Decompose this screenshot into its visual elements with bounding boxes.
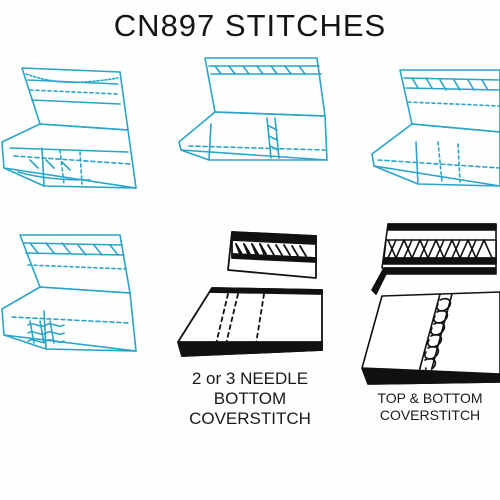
caption-line: COVERSTITCH bbox=[379, 406, 481, 423]
page-title: CN897 STITCHES bbox=[113, 8, 387, 43]
caption-line: TOP & BOTTOM bbox=[377, 390, 483, 406]
caption-line: 2 or 3 NEEDLE bbox=[191, 369, 309, 388]
stitch-sketch-2 bbox=[175, 50, 335, 170]
stitch-sketch-3 bbox=[368, 62, 500, 192]
coverstitch-top-bottom-figure bbox=[360, 218, 500, 390]
caption-line: BOTTOM bbox=[213, 389, 287, 409]
coverstitch-bottom-figure bbox=[172, 222, 332, 367]
stitch-sketch-1 bbox=[0, 60, 160, 195]
coverstitch-bottom-caption: 2 or 3 NEEDLE BOTTOM COVERSTITCH bbox=[160, 369, 340, 429]
stitch-sketch-4 bbox=[0, 225, 160, 360]
coverstitch-top-bottom-caption: TOP & BOTTOM COVERSTITCH bbox=[360, 390, 500, 423]
caption-line: COVERSTITCH bbox=[189, 409, 311, 429]
